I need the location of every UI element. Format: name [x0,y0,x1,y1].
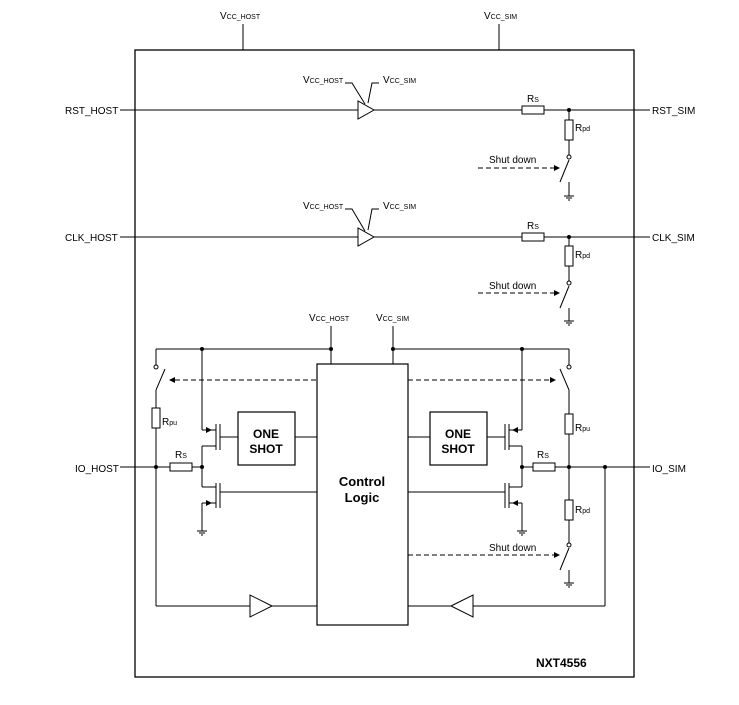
pullup-switch-control [169,377,556,383]
rst-rs-label: RS [527,94,539,105]
rst-buffer-vcc-host-label: VCC_HOST [303,75,344,86]
io-host-return-buffer [249,594,274,618]
clk-shutdown-switch [559,285,570,309]
clk-shutdown-label: Shut down [489,281,536,292]
rst-pulldown-resistor [564,119,574,141]
io-sim-pulldown-resistor [564,499,574,521]
io-sim-rpd-label: Rpd [575,505,590,516]
io-sim-one-shot [429,411,488,466]
io-host-pullup-switch [155,368,166,391]
rst-ground-icon [564,195,574,201]
io-sim-one-shot-line1: ONE [445,427,471,441]
chip-outline [134,49,635,678]
io-host-label: IO_HOST [75,464,119,475]
io-sim-pullup-resistor [564,413,574,435]
rst-sim-label: RST_SIM [652,106,695,117]
part-number: NXT4556 [536,656,587,670]
clk-pulldown-resistor [564,245,574,267]
rst-buffer [357,100,376,120]
io-sim-shutdown-label: Shut down [489,543,536,554]
top-vcc-host-label: VCC_HOST [220,11,261,22]
clk-sim-label: CLK_SIM [652,233,695,244]
clk-channel: CLK_HOST VCC_HOST VCC_SIM RS CLK_SIM Rpd… [65,201,695,326]
io-sim-series-resistor [532,462,556,472]
io-sim-return-buffer [449,594,474,618]
io-vcc-host-label: VCC_HOST [309,313,350,324]
io-host-rpu-label: Rpu [162,417,177,428]
io-host-one-shot-line1: ONE [253,427,279,441]
io-vcc-sim-label: VCC_SIM [376,313,409,324]
io-sim-one-shot-line2: SHOT [441,442,475,456]
rst-channel: RST_HOST VCC_HOST VCC_SIM RS RST_SIM Rpd… [65,75,695,201]
io-sim-side: ONE SHOT RS IO_SIM [408,349,686,618]
io-sim-pd-ground-icon [564,582,574,588]
io-host-one-shot [237,411,296,466]
control-logic-line2: Logic [345,490,380,505]
io-sim-ground-icon [517,530,527,536]
io-supplies: VCC_HOST VCC_SIM [156,313,569,364]
rst-series-resistor [521,105,545,115]
io-host-rs-label: RS [175,450,187,461]
io-sim-shutdown-switch [559,547,570,571]
io-host-ground-icon [197,530,207,536]
io-sim-rs-label: RS [537,450,549,461]
control-logic-block: Control Logic [316,363,409,626]
rst-shutdown-switch [559,159,570,183]
clk-buffer-vcc-host-wire [345,208,366,232]
io-host-pullup-resistor [151,407,161,429]
clk-buffer-vcc-host-label: VCC_HOST [303,201,344,212]
rst-shutdown-label: Shut down [489,155,536,166]
clk-buffer [357,227,376,247]
control-logic-line1: Control [339,474,385,489]
clk-buffer-vcc-sim-wire [367,208,379,231]
io-host-side: Rpu IO_HOST RS ONE SHOT [75,349,317,618]
clk-buffer-vcc-sim-label: VCC_SIM [383,201,416,212]
clk-ground-icon [564,320,574,326]
io-host-series-resistor [169,462,193,472]
clk-rpd-label: Rpd [575,250,590,261]
io-sim-rpu-label: Rpu [575,423,590,434]
rst-buffer-vcc-sim-wire [367,82,379,104]
rst-host-label: RST_HOST [65,106,118,117]
top-vcc-host-pin: VCC_HOST [220,11,261,50]
io-sim-pullup-switch [559,368,570,391]
rst-rpd-label: Rpd [575,123,590,134]
top-vcc-sim-label: VCC_SIM [484,11,517,22]
io-host-one-shot-line2: SHOT [249,442,283,456]
clk-series-resistor [521,232,545,242]
rst-buffer-vcc-host-wire [345,82,366,105]
io-sim-label: IO_SIM [652,464,686,475]
top-vcc-sim-pin: VCC_SIM [484,11,517,50]
clk-host-label: CLK_HOST [65,233,118,244]
control-logic-box [316,363,409,626]
rst-buffer-vcc-sim-label: VCC_SIM [383,75,416,86]
clk-rs-label: RS [527,221,539,232]
